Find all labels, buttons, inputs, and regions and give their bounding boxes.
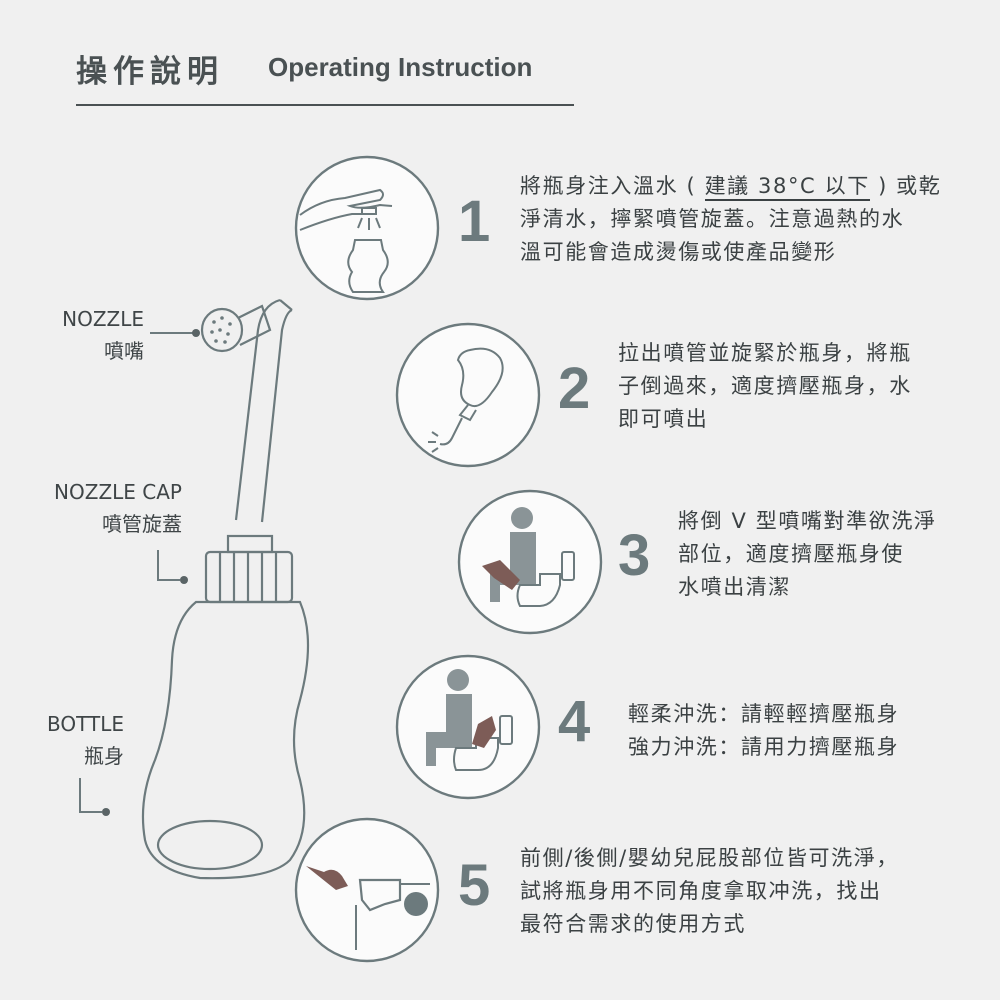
nozzle-head — [200, 307, 244, 353]
step-1-number: 1 — [458, 189, 491, 254]
temperature-note: 建議 38°C 以下 — [704, 174, 870, 201]
bottle-body — [141, 600, 310, 880]
step-2-text: 拉出噴管並旋緊於瓶身，將瓶 子倒過來，適度擠壓瓶身，水 即可噴出 — [618, 341, 912, 431]
step-5-icon — [306, 866, 430, 950]
step-1-text: 將瓶身注入溫水 ( 建議 38°C 以下 ) 或乾 淨清水，擰緊噴管旋蓋。注意過… — [520, 174, 942, 264]
step-3-number: 3 — [618, 523, 651, 588]
label-cap-zh: 噴管旋蓋 — [102, 512, 182, 536]
step-3-text: 將倒 V 型噴嘴對準欲洗淨 部位，適度擠壓瓶身使 水噴出清潔 — [678, 509, 937, 599]
step-2-number: 2 — [558, 356, 591, 421]
bottle-mouth — [156, 819, 264, 871]
step-4-number: 4 — [558, 689, 591, 754]
label-bottle-zh: 瓶身 — [84, 744, 124, 768]
step-4-icon — [426, 669, 513, 771]
label-nozzle-zh: 噴嘴 — [104, 339, 144, 363]
step-5-number: 5 — [458, 853, 491, 918]
label-cap-en: NOZZLE CAP — [54, 480, 182, 504]
label-nozzle-en: NOZZLE — [62, 307, 144, 331]
page-title-en: Operating Instruction — [268, 52, 533, 82]
step-3-icon — [482, 507, 575, 607]
page-title-zh: 操作說明 — [76, 54, 224, 90]
leader-cap — [157, 550, 180, 581]
step-1-icon — [299, 188, 393, 293]
step-5-circle — [294, 817, 440, 963]
step-4-text: 輕柔沖洗：請輕輕擠壓瓶身 強力沖洗：請用力擠壓瓶身 — [628, 702, 900, 759]
step-5-text: 前側/後側/嬰幼兒屁股部位皆可洗淨， 試將瓶身用不同角度拿取冲洗，找出 最符合需… — [520, 846, 899, 936]
step-2-icon — [428, 347, 504, 453]
label-bottle-en: BOTTLE — [47, 712, 124, 736]
title-underline — [76, 104, 574, 106]
step-1-circle — [294, 155, 440, 301]
step-2-circle — [395, 322, 541, 468]
leader-bottle — [79, 778, 102, 813]
